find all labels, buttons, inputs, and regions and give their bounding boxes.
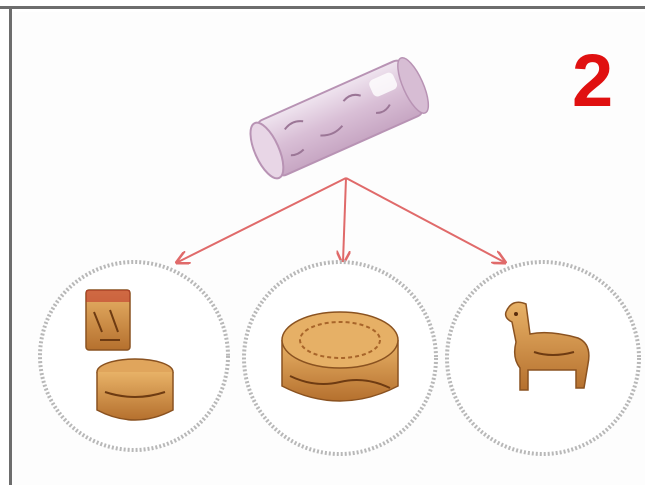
product-circle-left (40, 262, 228, 450)
birch-bark-log-icon (244, 54, 435, 183)
arrow-left (178, 178, 346, 262)
arrow-right (346, 178, 504, 262)
round-bark-box-icon (282, 312, 398, 401)
arrow-center (343, 178, 346, 262)
